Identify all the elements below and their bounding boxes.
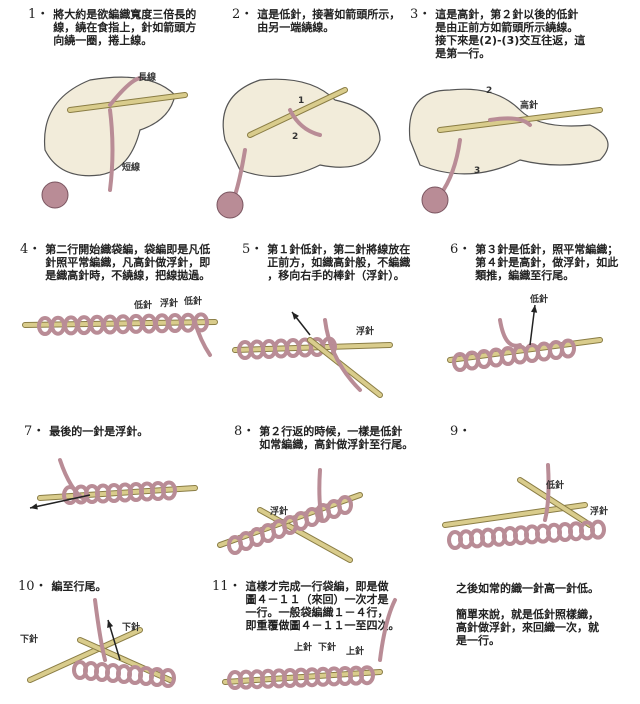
knitting-needle (78, 638, 172, 682)
knitting-needle (28, 628, 142, 682)
yarn-loop (161, 480, 177, 501)
label-knit-stitch-c: 下針 (318, 643, 337, 653)
knitting-needle (518, 478, 592, 527)
label-purl-stitch-b: 上針 (346, 647, 365, 657)
arrow-icon (30, 503, 38, 510)
arrow-icon (107, 620, 114, 628)
yarn-strand (233, 148, 247, 197)
yarn-loop (590, 519, 606, 540)
label-slip-stitch-a: 浮針 (160, 299, 179, 309)
label-low-stitch-c: 低針 (530, 295, 549, 305)
step-10-text: 10・編至行尾。 (18, 579, 107, 594)
yarn-ball (41, 181, 69, 209)
label-purl-stitch-a: 上針 (294, 643, 313, 653)
yarn-strand (108, 76, 142, 107)
label-knit-stitch-b: 下針 (122, 623, 141, 633)
label-slip-stitch-c: 浮針 (270, 507, 289, 517)
summary-text: 之後如常的織一針高一針低。 簡單來說，就是低針照樣織， 高針做浮針，來回織一次，… (456, 582, 599, 647)
step-11-text: 11・這樣才完成一行袋編，即是做 圖４－１１（來回）一次才是 一行。一般袋編織１… (212, 579, 400, 632)
yarn-ball (421, 186, 449, 214)
arrow-icon (29, 494, 91, 509)
yarn-strand (288, 108, 322, 137)
yarn-strand (193, 320, 212, 357)
yarn-loop (359, 665, 375, 686)
yarn-loop (160, 668, 176, 688)
yarn-strand (108, 108, 115, 192)
step-2-text: 2・這是低針，接著如箭頭所示， 由另一端繞線。 (232, 7, 401, 34)
yarn-strand (58, 458, 87, 502)
step-3-text: 3・這是高針，第２針以後的低針 是由正前方如箭頭所示繞線。 接下來是(2)-(3… (410, 7, 586, 60)
step-5-text: 5・第１針低針，第二針將線放在 正前方，如織高針般，不編織 ，移向右手的棒針（浮… (242, 242, 411, 282)
yarn-strand (498, 318, 522, 348)
label-2: 2 (292, 132, 299, 142)
yarn-strand (488, 116, 532, 127)
yarn-strand (543, 463, 551, 522)
yarn-loop (337, 495, 353, 515)
knitting-needle (248, 88, 347, 137)
label-slip-stitch-d: 浮針 (590, 507, 609, 517)
label-low-stitch-d: 低針 (546, 481, 565, 491)
knitting-needle (258, 508, 352, 562)
label-low-stitch-a: 低針 (134, 301, 153, 311)
label-1: 1 (298, 96, 305, 106)
label-2b: 2 (486, 86, 493, 96)
label-high-stitch: 高針 (520, 101, 539, 111)
label-knit-stitch-a: 下針 (20, 635, 39, 645)
step-7-text: 7・最後的一針是浮針。 (24, 424, 149, 439)
arrow-icon (292, 312, 299, 320)
step-9-text: 9・ (450, 424, 472, 439)
label-3: 3 (474, 166, 481, 176)
yarn-strand (323, 318, 362, 392)
step-4-text: 4・第二行開始織袋編，袋編即是凡低 針照平常編織，凡高針做浮針，即 是織高針時，… (20, 242, 211, 282)
label-long-yarn: 長線 (138, 73, 157, 83)
step-1-text: 1・將大約是欲編織寬度三倍長的 線，繞在食指上，針如箭頭方 向繞一圈，捲上線。 (28, 7, 197, 47)
knitting-needle (68, 93, 187, 112)
label-short-yarn: 短線 (122, 163, 141, 173)
knitting-needle (308, 338, 382, 397)
yarn-strand (378, 598, 397, 662)
label-slip-stitch-b: 浮針 (356, 327, 375, 337)
yarn-strand (93, 598, 107, 662)
step-8-text: 8・第２行返的時候，一樣是低針 如常編織，高針做浮針至行尾。 (234, 424, 414, 451)
step-6-text: 6・第３針是低針，照平常編織； 第４針是高針，做浮針，如此 類推，編織至行尾。 (450, 242, 619, 282)
label-low-stitch-b: 低針 (184, 297, 203, 307)
yarn-ball (216, 191, 244, 219)
yarn-loop (560, 338, 576, 359)
yarn-strand (317, 468, 324, 522)
arrow-icon (530, 305, 538, 313)
